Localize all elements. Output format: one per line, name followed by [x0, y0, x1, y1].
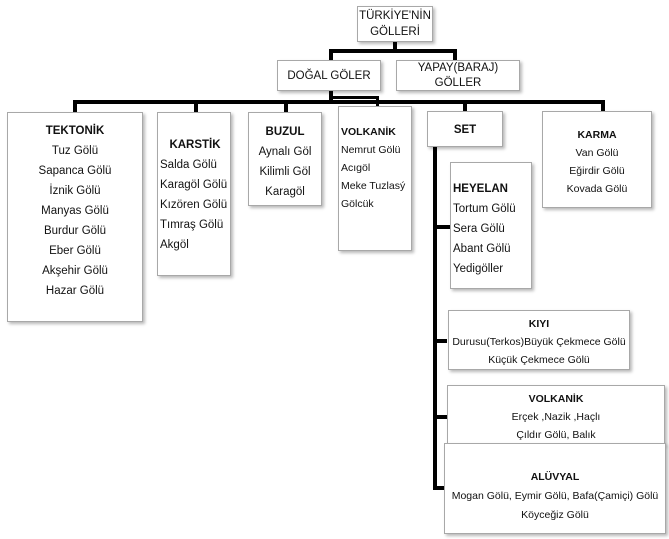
aluvyal-box: ALÜVYAL Mogan Gölü, Eymir Gölü, Bafa(Çam…: [444, 443, 666, 534]
lake-item: Nemrut Gölü: [341, 144, 401, 156]
yapay-goller-line1: YAPAY(BARAJ): [417, 62, 499, 74]
karma-title: KARMA: [577, 129, 617, 141]
lake-item: Tuz Gölü: [51, 145, 99, 157]
lake-item: Mogan Gölü, Eymir Gölü, Bafa(Çamiçi) Göl…: [451, 490, 659, 502]
connector-dogal-down: [329, 90, 333, 100]
lake-item: Salda Gölü: [160, 159, 217, 171]
root-title-line1: TÜRKİYE'NİN: [359, 10, 431, 22]
lake-item: Kilimli Göl: [259, 166, 311, 178]
root-node: TÜRKİYE'NİN GÖLLERİ: [357, 6, 433, 42]
connector-to-karstik: [194, 100, 198, 112]
lake-item: Van Gölü: [575, 147, 619, 159]
lake-item: Yedigöller: [453, 263, 504, 275]
aluvyal-title: ALÜVYAL: [530, 471, 580, 483]
lake-item: Köyceğiz Gölü: [521, 509, 589, 521]
lake-item: Akgöl: [160, 239, 189, 251]
lake-item: Küçük Çekmece Gölü: [488, 354, 590, 366]
set-volkanik-box: VOLKANİK Erçek ,Nazik ,Haçlı Çıldır Gölü…: [447, 385, 665, 445]
connector-dogal-offset: [329, 96, 379, 99]
buzul-box: BUZUL Aynalı Göl Kilimli Göl Karagöl: [248, 112, 322, 206]
lake-item: Eğirdir Gölü: [569, 165, 625, 177]
lake-item: Durusu(Terkos)Büyük Çekmece Gölü: [452, 336, 626, 348]
connector-level2-horizontal: [73, 100, 605, 104]
karstik-title: KARSTİK: [169, 139, 221, 151]
lake-item: Tımraş Gölü: [160, 219, 224, 231]
lake-item: Burdur Gölü: [43, 225, 106, 237]
volkanik-box: VOLKANİK Nemrut Gölü Acıgöl Meke Tuzlasý…: [338, 106, 412, 251]
lake-item: Sera Gölü: [453, 223, 505, 235]
connector-to-yapay: [453, 49, 457, 61]
lake-item: Sapanca Gölü: [38, 165, 112, 177]
connector-to-buzul: [284, 100, 288, 112]
lake-item: Kızören Gölü: [160, 199, 228, 211]
connector-to-set-volkanik: [433, 415, 447, 419]
lake-item: Tortum Gölü: [453, 203, 516, 215]
connector-set-trunk: [433, 146, 437, 490]
root-title-line2: GÖLLERİ: [370, 26, 420, 38]
connector-to-heyelan: [433, 225, 451, 229]
tektonik-box: TEKTONİK Tuz Gölü Sapanca Gölü İznik Göl…: [7, 112, 143, 322]
tektonik-title: TEKTONİK: [45, 125, 105, 137]
connector-to-aluvyal: [433, 486, 447, 490]
set-box: SET: [427, 111, 503, 147]
kiyi-box: KIYI Durusu(Terkos)Büyük Çekmece Gölü Kü…: [448, 310, 630, 370]
connector-to-kiyi: [433, 339, 447, 343]
lake-item: Aynalı Göl: [258, 146, 312, 158]
connector-level1-horizontal: [329, 49, 457, 53]
connector-to-set: [463, 100, 467, 112]
lake-item: Erçek ,Nazik ,Haçlı: [511, 411, 601, 423]
yapay-goller-line2: GÖLLER: [434, 77, 482, 89]
kiyi-title: KIYI: [528, 318, 550, 330]
karma-box: KARMA Van Gölü Eğirdir Gölü Kovada Gölü: [542, 111, 652, 208]
connector-to-karma: [601, 100, 605, 112]
set-volkanik-title: VOLKANİK: [528, 393, 584, 405]
volkanik-title: VOLKANİK: [341, 126, 396, 138]
lake-item: Manyas Gölü: [41, 205, 109, 217]
karstik-box: KARSTİK Salda Gölü Karagöl Gölü Kızören …: [157, 112, 231, 276]
lake-item: Çıldır Gölü, Balık: [516, 429, 596, 441]
lake-item: Meke Tuzlasý: [341, 180, 406, 192]
lake-item: Karagöl Gölü: [160, 179, 228, 191]
connector-to-tektonik: [73, 100, 77, 112]
connector-root-down: [393, 40, 397, 52]
lake-item: İznik Gölü: [49, 185, 101, 197]
yapay-goller-node: YAPAY(BARAJ) GÖLLER: [396, 60, 520, 91]
lake-item: Eber Gölü: [49, 245, 101, 257]
lake-item: Abant Gölü: [453, 243, 511, 255]
dogal-goller-node: DOĞAL GÖLER: [277, 60, 381, 91]
lake-item: Hazar Gölü: [45, 285, 105, 297]
lake-item: Acıgöl: [341, 162, 371, 174]
buzul-title: BUZUL: [265, 126, 305, 138]
connector-to-dogal: [329, 49, 333, 61]
lake-item: Gölcük: [341, 198, 374, 210]
lake-item: Akşehir Gölü: [42, 265, 108, 277]
dogal-goller-label: DOĞAL GÖLER: [287, 70, 371, 82]
lake-item: Kovada Gölü: [566, 183, 628, 195]
set-title: SET: [453, 124, 477, 136]
lake-item: Karagöl: [265, 186, 305, 198]
heyelan-title: HEYELAN: [453, 183, 508, 195]
heyelan-box: HEYELAN Tortum Gölü Sera Gölü Abant Gölü…: [450, 162, 532, 289]
